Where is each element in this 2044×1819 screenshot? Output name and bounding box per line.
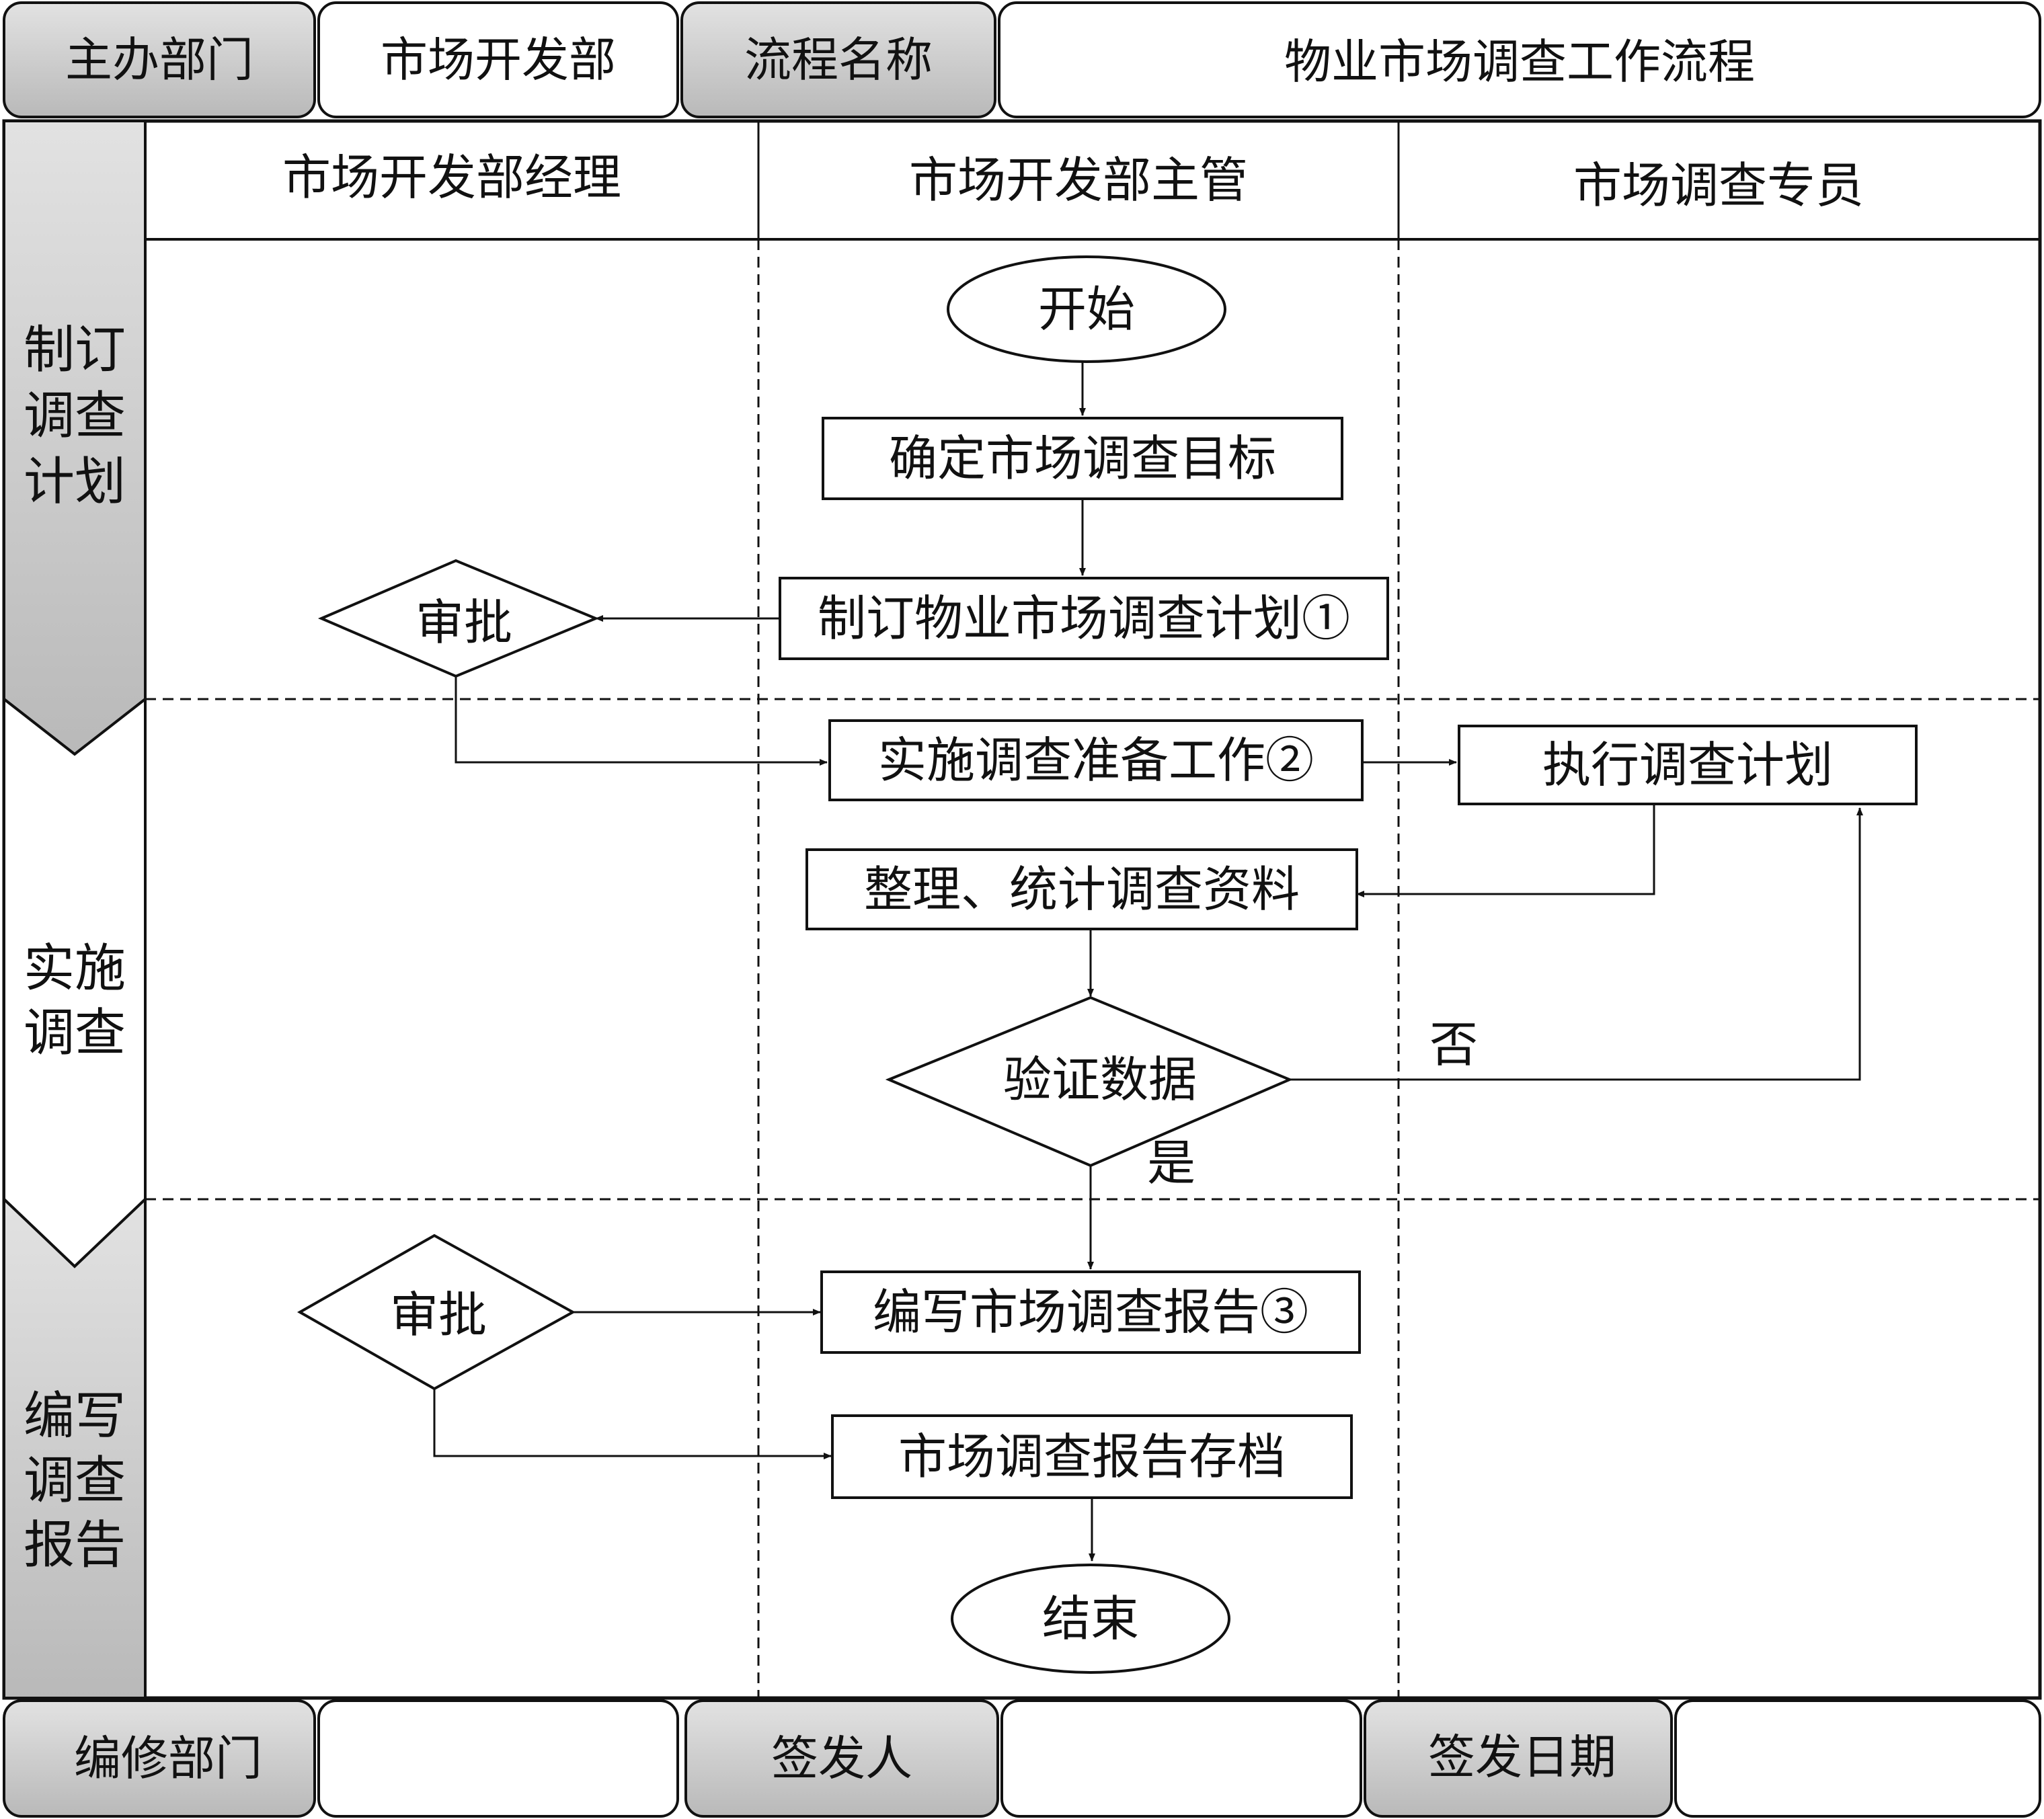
branch-yes-label: 是 bbox=[1147, 1135, 1195, 1191]
approve-2-diamond bbox=[297, 1234, 576, 1391]
header-process-label: 流程名称 bbox=[744, 32, 933, 87]
phase-3-line-2: 调查 bbox=[24, 1451, 126, 1510]
phase-3-line-1: 编写 bbox=[24, 1386, 126, 1446]
make-plan-label: 制订物业市场调查计划① bbox=[818, 590, 1350, 647]
footer-date-label: 签发日期 bbox=[1428, 1730, 1616, 1785]
organize-box bbox=[805, 848, 1358, 930]
phase-3-shape bbox=[2, 1196, 147, 1699]
prepare-box bbox=[828, 719, 1364, 801]
header-dept-label: 主办部门 bbox=[65, 32, 253, 87]
footer-row: 编修部门 签发人 签发日期 bbox=[3, 1699, 2041, 1818]
lane-header-supervisor: 市场开发部主管 bbox=[909, 152, 1248, 208]
make-plan-box bbox=[779, 577, 1389, 660]
archive-label: 市场调查报告存档 bbox=[898, 1428, 1286, 1485]
footer-issuer-label: 签发人 bbox=[771, 1731, 912, 1786]
verify-diamond bbox=[885, 996, 1294, 1168]
footer-date-value-cell bbox=[1674, 1699, 2041, 1818]
header-process-value: 物业市场调查工作流程 bbox=[1284, 34, 1755, 89]
header-process-label-cell bbox=[680, 1, 996, 118]
header-row: 主办部门 市场开发部 流程名称 物业市场调查工作流程 bbox=[3, 1, 2041, 118]
edge-approve1-to-prepare bbox=[455, 676, 828, 766]
phase-1-line-2: 调查 bbox=[24, 386, 126, 446]
set-goal-label: 确定市场调查目标 bbox=[889, 430, 1276, 487]
approve-1-diamond bbox=[317, 559, 600, 678]
edge-verify-no-to-execute bbox=[1290, 807, 1863, 1081]
start-node bbox=[947, 255, 1226, 363]
phase-3-line-3: 报告 bbox=[24, 1515, 126, 1575]
header-dept-value: 市场开发部 bbox=[381, 32, 616, 87]
phase-2-line-2: 调查 bbox=[24, 1003, 126, 1063]
lane-header-specialist: 市场调查专员 bbox=[1573, 157, 1864, 214]
lane-header-manager: 市场开发部经理 bbox=[282, 149, 621, 206]
header-process-value-cell bbox=[998, 1, 2041, 118]
write-report-box bbox=[820, 1270, 1361, 1354]
connectors bbox=[433, 362, 1863, 1562]
organize-label: 整理、统计调查资料 bbox=[864, 861, 1300, 918]
footer-editor-label: 编修部门 bbox=[74, 1731, 262, 1786]
phase-1-line-3: 计划 bbox=[24, 452, 126, 512]
nodes: 开始 确定市场调查目标 制订物业市场调查计划① 审批 实施调查准备工作② 执行调… bbox=[297, 255, 1918, 1674]
footer-issuer-value-cell bbox=[1000, 1699, 1362, 1818]
set-goal-box bbox=[822, 417, 1343, 500]
end-node bbox=[951, 1564, 1230, 1674]
footer-date-label-cell bbox=[1364, 1699, 1673, 1818]
footer-editor-value-cell bbox=[317, 1699, 679, 1818]
end-node-label: 结束 bbox=[1042, 1590, 1139, 1647]
branch-no-label: 否 bbox=[1429, 1016, 1478, 1073]
execute-box bbox=[1458, 725, 1918, 805]
edge-execute-to-organize bbox=[1356, 804, 1655, 897]
write-report-label: 编写市场调查报告③ bbox=[873, 1284, 1308, 1340]
verify-label: 验证数据 bbox=[1003, 1051, 1197, 1108]
start-node-label: 开始 bbox=[1038, 281, 1135, 337]
header-dept-value-cell bbox=[317, 1, 679, 118]
header-dept-label-cell bbox=[3, 1, 316, 118]
phase-rail: 制订 调查 计划 实施 调查 编写 调查 报告 bbox=[2, 120, 147, 1699]
footer-issuer-label-cell bbox=[684, 1699, 999, 1818]
phase-2-line-1: 实施 bbox=[24, 938, 126, 998]
approve-2-label: 审批 bbox=[390, 1287, 487, 1343]
approve-1-label: 审批 bbox=[416, 594, 512, 651]
phase-1-line-1: 制订 bbox=[24, 320, 126, 380]
lane-headers: 市场开发部经理 市场开发部主管 市场调查专员 bbox=[282, 149, 1864, 214]
branch-labels: 否 是 bbox=[1147, 1016, 1478, 1191]
execute-label: 执行调查计划 bbox=[1542, 737, 1833, 793]
edge-approve2-to-archive bbox=[433, 1389, 832, 1459]
footer-editor-label-cell bbox=[3, 1699, 316, 1818]
archive-box bbox=[831, 1414, 1353, 1499]
prepare-label: 实施调查准备工作② bbox=[878, 732, 1314, 789]
